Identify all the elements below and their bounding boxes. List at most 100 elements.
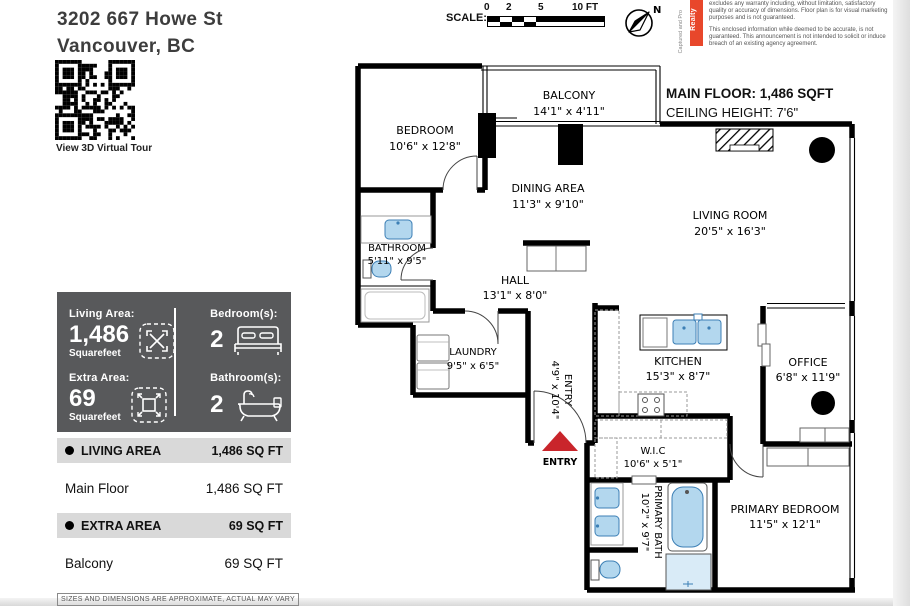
sink	[594, 487, 620, 509]
captured-by-caption: Captured and Pro	[678, 10, 684, 54]
svg-text:10'6" x 5'1": 10'6" x 5'1"	[624, 459, 683, 470]
svg-text:10'6" x 12'8": 10'6" x 12'8"	[389, 140, 461, 153]
brand-badge-text: Realty	[690, 8, 697, 31]
walls	[355, 63, 855, 593]
ceiling-height: CEILING HEIGHT: 7'6"	[666, 105, 799, 120]
fixtures	[358, 215, 850, 591]
room-office: OFFICE	[788, 356, 827, 369]
svg-text:6'8" x 11'9": 6'8" x 11'9"	[776, 371, 841, 384]
washer	[416, 334, 450, 362]
extra-area-total: 69 SQ FT	[228, 518, 283, 533]
scale-bar	[487, 16, 605, 27]
sink	[672, 319, 697, 345]
room-dining: DINING AREA	[511, 182, 585, 195]
scale-label: SCALE:	[446, 12, 487, 24]
bullet-icon	[65, 521, 74, 530]
toilet	[362, 259, 372, 279]
svg-text:4'9" x 10'4": 4'9" x 10'4"	[549, 361, 560, 420]
svg-text:5'11" x 9'5": 5'11" x 9'5"	[368, 256, 427, 267]
room-entry: ENTRY 4'9" x 10'4"	[549, 361, 573, 420]
qr-code[interactable]	[55, 60, 135, 140]
doors	[400, 155, 771, 485]
table-round	[811, 391, 835, 415]
compass-north-label: N	[653, 5, 661, 16]
area-table: LIVING AREA 1,486 SQ FT Main Floor 1,486…	[57, 438, 299, 606]
card-divider	[174, 308, 176, 416]
extra-area-stat: Extra Area: 69 Squarefeet	[57, 366, 188, 430]
fireplace	[715, 128, 774, 152]
floor-plan: ENTRY BALCONY 14'1" x 4'11" BEDROOM 10'6…	[355, 63, 856, 593]
svg-text:11'3" x 9'10": 11'3" x 9'10"	[512, 198, 584, 211]
room-primary-bath: PRIMARY BATH 10'2" x 9'7"	[639, 485, 663, 559]
entry-marker-label: ENTRY	[543, 457, 578, 468]
main-floor-area: MAIN FLOOR: 1,486 SQFT	[666, 86, 834, 101]
size-disclaimer: SIZES AND DIMENSIONS ARE APPROXIMATE, AC…	[57, 593, 299, 606]
svg-text:PRIMARY BATH: PRIMARY BATH	[652, 485, 663, 559]
room-kitchen: KITCHEN	[654, 355, 702, 368]
expand-icon	[139, 323, 175, 359]
windows	[478, 65, 856, 578]
column	[558, 124, 583, 165]
svg-text:11'5" x 12'1": 11'5" x 12'1"	[749, 518, 821, 531]
address-block: 3202 667 Howe St Vancouver, BC	[57, 6, 223, 60]
svg-text:14'1" x 4'11": 14'1" x 4'11"	[533, 105, 605, 118]
svg-text:13'1" x 8'0": 13'1" x 8'0"	[483, 289, 548, 302]
living-area-stat: Living Area: 1,486 Squarefeet	[57, 302, 188, 366]
extra-area-value: 69	[69, 385, 96, 412]
virtual-tour-link[interactable]: View 3D Virtual Tour	[56, 143, 153, 154]
scale-tick-2: 2	[506, 2, 512, 13]
address-line1: 3202 667 Howe St	[57, 9, 223, 30]
room-wic: W.I.C	[640, 446, 665, 457]
bullet-icon	[65, 446, 74, 455]
scale-tick-0: 0	[484, 2, 490, 13]
shower	[360, 288, 430, 323]
extra-area-header-row: EXTRA AREA 69 SQ FT	[57, 513, 291, 538]
extra-area-header: EXTRA AREA	[81, 518, 162, 533]
column	[478, 113, 496, 158]
sink	[697, 319, 722, 345]
table-round	[809, 137, 835, 163]
room-bedroom: BEDROOM	[396, 124, 453, 137]
bathrooms-value: 2	[210, 391, 224, 418]
page-edge-bottom	[0, 598, 893, 606]
toilet	[590, 559, 600, 581]
bathtub-icon	[238, 390, 283, 422]
room-balcony: BALCONY	[543, 89, 596, 102]
summary-card: Living Area: 1,486 Squarefeet Bedroom(s)…	[57, 292, 291, 432]
disclaimer-block: excludes any warranty including, without…	[709, 1, 892, 52]
svg-text:ENTRY: ENTRY	[562, 374, 573, 407]
room-laundry: LAUNDRY	[449, 347, 497, 358]
living-area-header: LIVING AREA	[81, 443, 162, 458]
entry-marker: ENTRY	[542, 431, 578, 468]
svg-text:15'3" x 8'7": 15'3" x 8'7"	[646, 370, 711, 383]
room-living: LIVING ROOM	[693, 209, 768, 222]
table-row-main-floor: Main Floor 1,486 SQ FT	[65, 480, 283, 496]
dryer	[416, 362, 450, 390]
bedrooms-stat: Bedroom(s): 2	[188, 302, 296, 366]
living-area-header-row: LIVING AREA 1,486 SQ FT	[57, 438, 291, 463]
page-edge-right	[893, 0, 910, 606]
compass-icon: N	[625, 5, 661, 37]
room-primary-bedroom: PRIMARY BEDROOM	[730, 503, 839, 516]
bed-icon	[234, 326, 283, 355]
svg-text:20'5" x 16'3": 20'5" x 16'3"	[694, 225, 766, 238]
brand-badge: Realty	[690, 0, 703, 46]
disclaimer-p1: excludes any warranty including, without…	[709, 1, 888, 22]
living-area-value: 1,486	[69, 321, 130, 348]
bedrooms-value: 2	[210, 326, 224, 353]
disclaimer-p2: This enclosed information while deemed t…	[709, 26, 886, 48]
living-area-total: 1,486 SQ FT	[211, 443, 283, 458]
room-bathroom: BATHROOM	[368, 243, 426, 254]
room-labels: BALCONY 14'1" x 4'11" BEDROOM 10'6" x 12…	[368, 89, 841, 559]
scale-tick-10: 10 FT	[572, 2, 599, 13]
shrink-icon	[130, 387, 167, 423]
svg-text:10'2" x 9'7": 10'2" x 9'7"	[639, 493, 650, 552]
plan-header: MAIN FLOOR: 1,486 SQFT CEILING HEIGHT: 7…	[666, 84, 833, 122]
svg-text:9'5" x 6'5": 9'5" x 6'5"	[447, 361, 499, 372]
room-hall: HALL	[501, 274, 530, 287]
scale-tick-5: 5	[538, 2, 544, 13]
stove	[637, 393, 665, 417]
qr-code-grid	[55, 60, 135, 140]
bathrooms-stat: Bathroom(s): 2	[188, 366, 296, 430]
